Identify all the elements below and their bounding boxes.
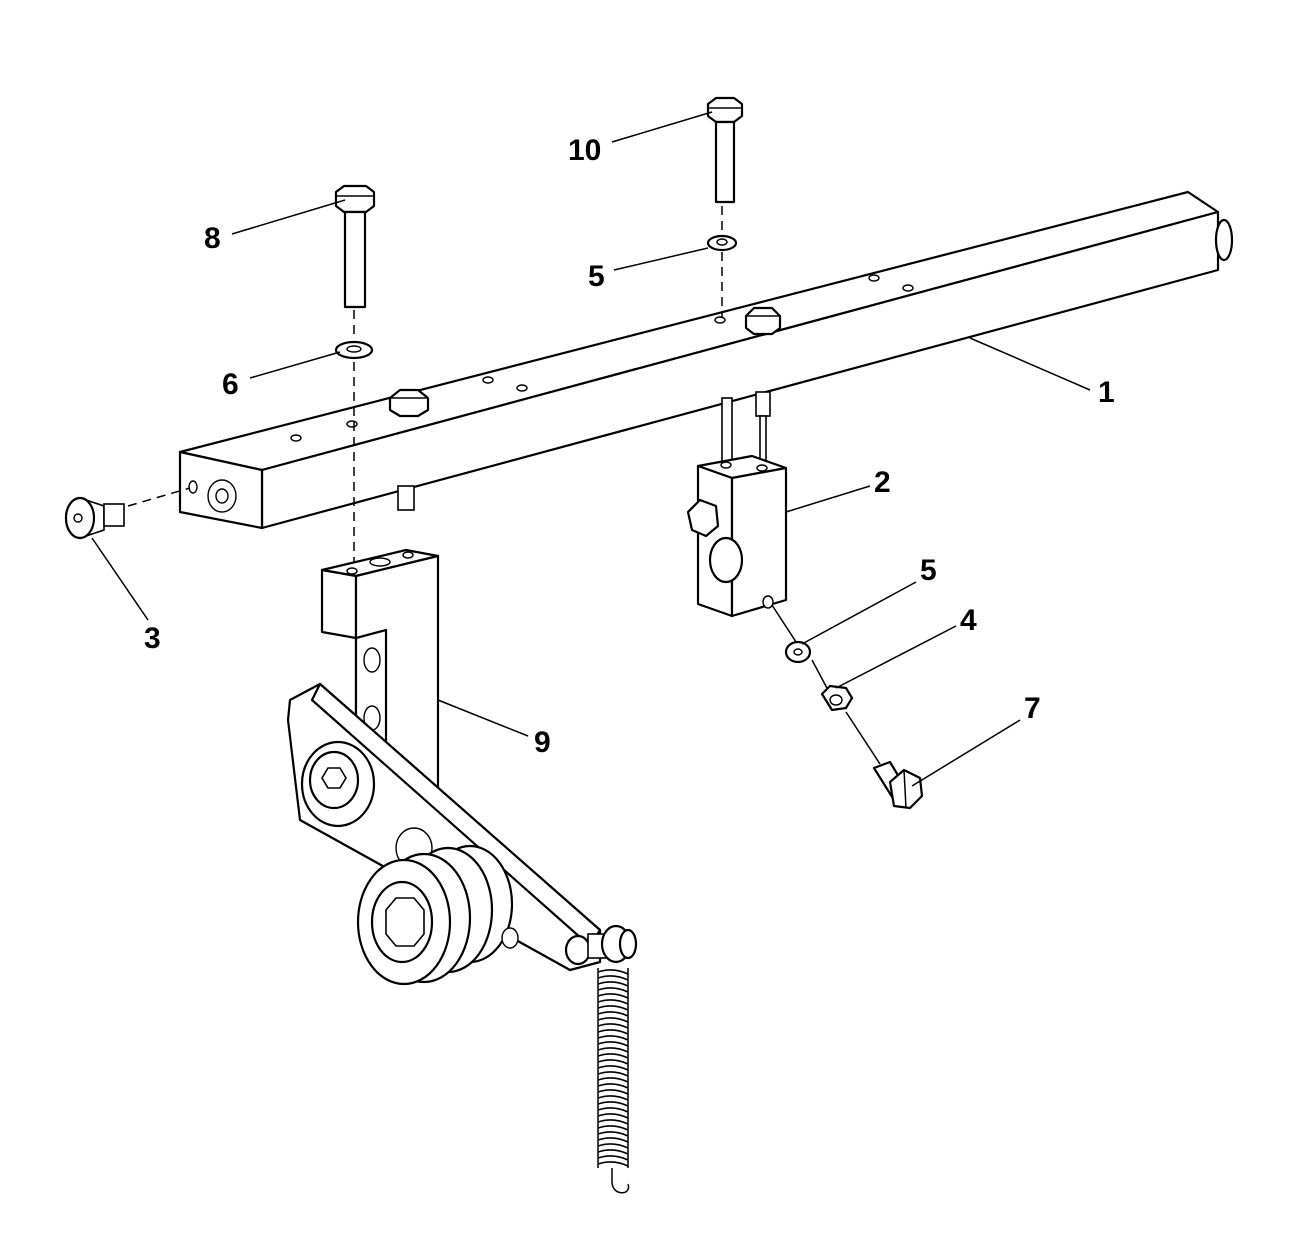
callout-5-upper: 5 <box>588 260 605 293</box>
spring-coil <box>597 1107 629 1113</box>
spring-coil <box>597 1119 629 1125</box>
spring-coil <box>597 1041 629 1047</box>
spring-coil <box>597 969 629 975</box>
spring-coil <box>597 1089 629 1095</box>
callout-4: 4 <box>960 604 977 637</box>
part-10-long-bolt <box>706 96 744 204</box>
spring-coil <box>597 1155 629 1161</box>
spring-coil <box>597 999 629 1005</box>
part-4-hex-nut <box>820 684 854 712</box>
part-2-clamp-block <box>686 391 788 618</box>
spring-coil <box>597 987 629 993</box>
spring-coil <box>597 1161 629 1167</box>
callout-10: 10 <box>568 134 601 167</box>
spring-coil <box>597 1005 629 1011</box>
spring-coil <box>597 981 629 987</box>
spring-coil <box>597 1053 629 1059</box>
part-7-hex-bolt <box>872 760 924 810</box>
part-3-flat-head-screw <box>64 496 125 540</box>
part-1-square-bar <box>178 190 1234 530</box>
tension-arm <box>286 682 602 972</box>
callout-5-lower: 5 <box>920 554 937 587</box>
spring-coil <box>597 1011 629 1017</box>
part-5-washer-lower <box>784 640 812 664</box>
callout-1: 1 <box>1098 376 1115 409</box>
spring-coil <box>597 1029 629 1035</box>
spring-coil <box>597 975 629 981</box>
callout-3: 3 <box>144 622 161 655</box>
callout-6: 6 <box>222 368 239 401</box>
spring-coil <box>597 1143 629 1149</box>
spring-coil <box>597 1101 629 1107</box>
alignment-lines <box>127 206 881 765</box>
spring-coil <box>597 1017 629 1023</box>
spring-coil <box>597 1035 629 1041</box>
hex-nut-on-bar-left <box>388 388 430 418</box>
callout-8: 8 <box>204 222 221 255</box>
hex-nut-on-bar-right <box>744 306 782 336</box>
spring-coil <box>597 1065 629 1071</box>
callout-labels: 1 2 3 5 4 7 6 8 9 5 10 <box>144 134 1115 759</box>
callout-9: 9 <box>534 726 551 759</box>
spring-coil <box>597 1113 629 1119</box>
callout-7: 7 <box>1024 692 1041 725</box>
part-5-washer-top <box>706 234 738 252</box>
leader-lines <box>91 111 1091 787</box>
spring-eyebolt <box>564 924 638 966</box>
callout-2: 2 <box>874 466 891 499</box>
part-6-washer <box>334 340 374 360</box>
spring-coil <box>597 1023 629 1029</box>
spring-coil <box>597 1077 629 1083</box>
tension-spring <box>597 968 630 1194</box>
spring-coil <box>597 1071 629 1077</box>
spring-coil <box>597 1047 629 1053</box>
spring-coil <box>597 1059 629 1065</box>
spring-coil <box>597 1083 629 1089</box>
spring-coil <box>597 993 629 999</box>
spring-coil <box>597 1131 629 1137</box>
part-8-long-bolt <box>334 184 376 309</box>
idler-pulley <box>356 844 519 986</box>
spring-coil <box>597 1137 629 1143</box>
spring-coil <box>597 1095 629 1101</box>
spring-coil <box>597 1149 629 1155</box>
spring-coil <box>597 1125 629 1131</box>
